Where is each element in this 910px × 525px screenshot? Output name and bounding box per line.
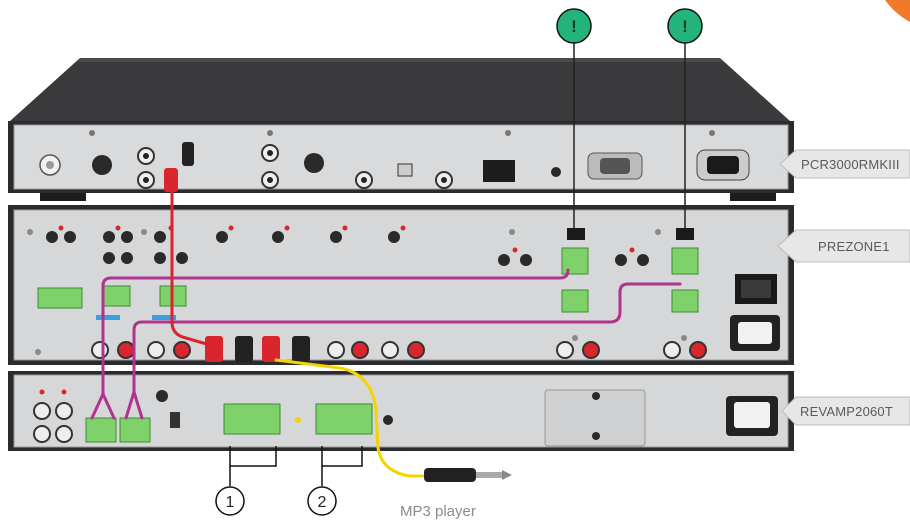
callout-1-text: 1	[226, 494, 235, 511]
corner-tab	[885, 0, 910, 22]
device-label-revamp2060t: REVAMP2060T	[800, 404, 893, 419]
pcr3000rmkiii-unit	[8, 58, 794, 201]
mp3-player-label: MP3 player	[400, 503, 476, 520]
warning-1-text: !	[571, 17, 577, 36]
warning-badge-1: !	[556, 8, 592, 44]
magenta-cable-upper	[101, 268, 570, 396]
red-cable	[170, 188, 212, 347]
device-label-pcr3000rmkiii: PCR3000RMKIII	[801, 157, 900, 172]
callout-2-text: 2	[318, 494, 327, 511]
warning-badge-2: !	[667, 8, 703, 44]
revamp2060t-unit	[8, 371, 794, 451]
callout-bracket-2	[321, 446, 363, 486]
cables	[90, 142, 682, 482]
warning-2-text: !	[682, 17, 688, 36]
device-label-prezone1: PREZONE1	[818, 239, 890, 254]
callout-2: 2	[307, 486, 337, 516]
callout-bracket-1	[229, 446, 277, 486]
device-tag-revamp2060t: REVAMP2060T	[781, 396, 910, 426]
callout-1: 1	[215, 486, 245, 516]
yellow-cable	[274, 358, 426, 478]
device-tag-prezone1: PREZONE1	[777, 229, 910, 263]
magenta-cable-lower	[132, 282, 682, 394]
device-tag-pcr3000rmkiii: PCR3000RMKIII	[779, 149, 910, 179]
